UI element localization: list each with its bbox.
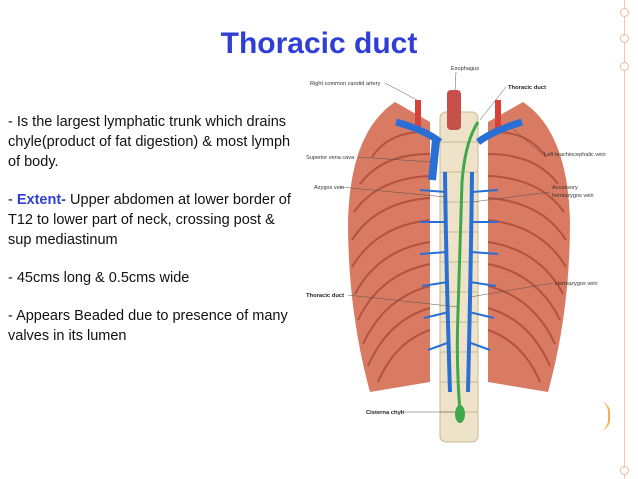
label-hemiazygos-accessory: hemiazygos vein <box>552 193 594 199</box>
extent-label: Extent- <box>16 192 67 208</box>
brachiocephalic-veins <box>395 118 523 145</box>
label-superior-vena-cava: Superior vena cava <box>306 155 355 161</box>
decorative-circle-top <box>620 8 629 17</box>
label-left-brachiocephalic: Left brachiocephalic vein <box>544 152 606 158</box>
label-azygos: Azygos vein <box>314 185 344 191</box>
slide-title: Thoracic duct <box>220 27 418 60</box>
label-hemiazygos: Hemiazygos vein <box>555 281 598 287</box>
rib-cage-outline <box>348 102 430 392</box>
bullet-item: - Appears Beaded due to presence of many… <box>8 308 288 344</box>
decorative-arc <box>600 402 610 430</box>
figure-labels: Esophagus Thoracic duct Right common car… <box>306 66 606 416</box>
bullet-item: - Extent- Upper abdomen at lower border … <box>8 192 291 248</box>
bullet-list: - Is the largest lymphatic trunk which d… <box>8 112 300 364</box>
bullet-item: - Is the largest lymphatic trunk which d… <box>8 114 291 170</box>
label-esophagus: Esophagus <box>451 66 479 72</box>
label-thoracic-duct-side: Thoracic duct <box>306 293 344 299</box>
ribs-left <box>351 130 431 383</box>
thoracic-duct-illustration: Esophagus Thoracic duct Right common car… <box>306 66 606 443</box>
decorative-circle-2 <box>620 34 629 43</box>
cisterna-chyli <box>455 405 465 423</box>
label-right-common-carotid: Right common carotid artery <box>310 81 380 87</box>
intercostal-veins <box>419 189 499 351</box>
decorative-circle-bottom <box>620 466 629 475</box>
esophagus <box>447 90 461 130</box>
right-border-rule <box>624 0 625 479</box>
hemiazygos-vein <box>466 171 474 393</box>
bullet-item: - 45cms long & 0.5cms wide <box>8 270 190 286</box>
ribs-right <box>487 130 567 383</box>
label-thoracic-duct-top: Thoracic duct <box>508 85 546 91</box>
superior-vena-cava <box>428 139 440 181</box>
decorative-circle-3 <box>620 62 629 71</box>
label-accessory: Accessory <box>552 185 578 191</box>
label-cisterna-chyli: Cisterna chyli <box>366 410 404 416</box>
azygos-vein <box>443 171 452 393</box>
thoracic-duct <box>455 121 480 413</box>
rib-cage-outline <box>488 102 570 392</box>
